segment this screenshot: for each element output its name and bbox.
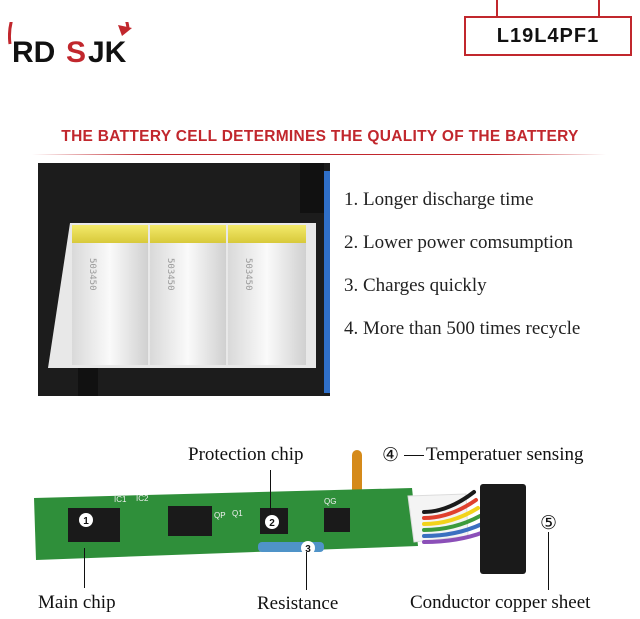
temperature-label: Temperatuer sensing	[426, 444, 584, 465]
svg-text:3: 3	[305, 544, 311, 555]
copper-sheet-connector	[480, 484, 526, 574]
feature-item: 2. Lower power comsumption	[344, 232, 574, 253]
pcb-board	[34, 488, 418, 560]
svg-text:2: 2	[269, 518, 275, 529]
svg-text:1: 1	[83, 516, 89, 527]
temperature-marker: ④	[382, 445, 400, 466]
battery-cell	[150, 225, 226, 365]
svg-text:IC1: IC1	[114, 495, 127, 504]
svg-text:S: S	[66, 36, 86, 68]
model-number: L19L4PF1	[464, 16, 632, 56]
svg-text:503450: 503450	[165, 258, 175, 291]
main-chip-label: Main chip	[38, 592, 116, 613]
leader-line	[270, 470, 271, 514]
protection-board-image: IC1 IC2 QP Q1 QG 1 2 3	[34, 450, 526, 574]
resistance-label: Resistance	[257, 593, 339, 614]
quality-banner: THE BATTERY CELL DETERMINES THE QUALITY …	[61, 128, 579, 145]
temperature-sensor	[352, 450, 362, 502]
svg-text:503450: 503450	[243, 258, 253, 291]
battery-cell	[72, 225, 148, 365]
feature-item: 3. Charges quickly	[344, 275, 487, 296]
battery-cell	[228, 225, 306, 365]
leader-line	[548, 532, 549, 590]
svg-text:Q1: Q1	[232, 509, 243, 518]
feature-item: 1. Longer discharge time	[344, 189, 534, 210]
svg-text:IC2: IC2	[136, 494, 149, 503]
leader-line	[306, 552, 307, 590]
svg-text:QG: QG	[324, 497, 336, 506]
leader-line	[84, 548, 85, 588]
feature-list: 1. Longer discharge time 2. Lower power …	[344, 186, 580, 358]
banner-divider	[32, 154, 606, 155]
protection-chip-label: Protection chip	[188, 444, 304, 465]
main-chip	[68, 508, 120, 542]
copper-sheet-marker: ⑤	[540, 513, 558, 534]
svg-text:JK: JK	[88, 36, 127, 68]
model-box-connector	[598, 0, 600, 16]
svg-text:503450: 503450	[87, 258, 97, 291]
battery-pack-image: 503450 503450 503450	[38, 163, 330, 396]
brand-logo: RD S JK	[8, 22, 132, 68]
copper-sheet-label: Conductor copper sheet	[410, 592, 591, 613]
svg-text:QP: QP	[214, 511, 226, 520]
svg-text:RD: RD	[12, 36, 55, 68]
model-box-connector	[496, 0, 498, 16]
leader-arrow	[404, 455, 424, 456]
feature-item: 4. More than 500 times recycle	[344, 318, 581, 339]
